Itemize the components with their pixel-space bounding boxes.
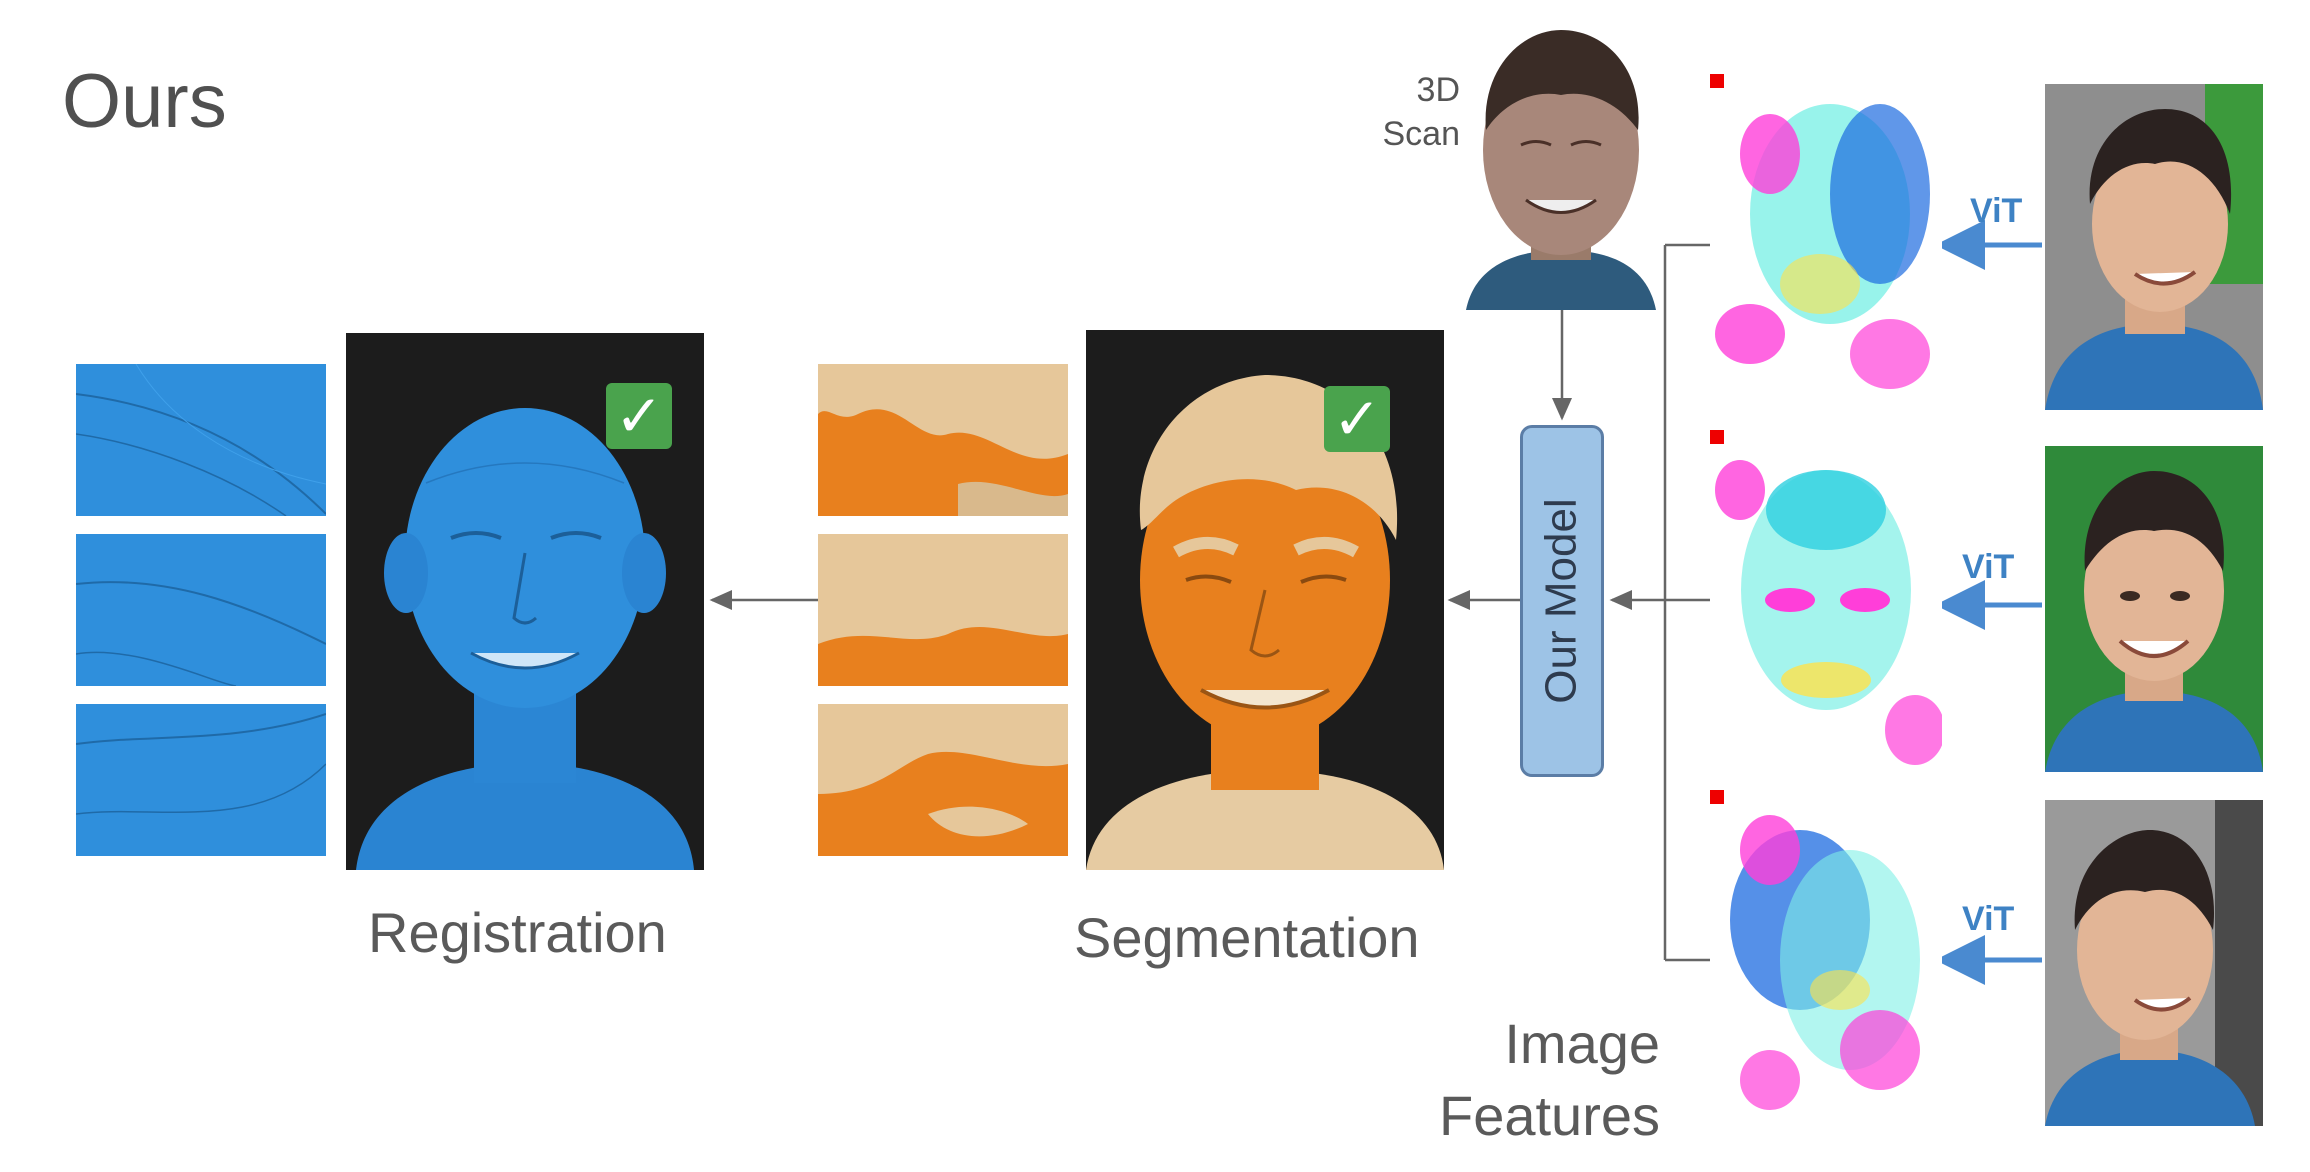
input-photo-1: [2045, 84, 2263, 410]
registration-crop-1: [76, 364, 326, 516]
features-label: Image Features: [1400, 1008, 1660, 1152]
feature-map-3: [1710, 790, 1942, 1135]
check-icon: ✓: [1324, 386, 1390, 452]
check-icon: ✓: [606, 383, 672, 449]
segmentation-image: ✓: [1086, 330, 1444, 870]
registration-crop-2: [76, 534, 326, 686]
registration-crop-3: [76, 704, 326, 856]
segmentation-caption: Segmentation: [1074, 906, 1420, 969]
features-label-line2: Features: [1439, 1084, 1660, 1147]
scan-label-line2: Scan: [1382, 115, 1461, 153]
vit-label-3: ViT: [1962, 900, 2015, 938]
scan-label-line1: 3D: [1416, 71, 1460, 109]
feature-map-2: [1710, 430, 1942, 780]
features-label-line1: Image: [1504, 1012, 1660, 1075]
vit-label-1: ViT: [1970, 192, 2023, 230]
segmentation-crop-1: [818, 364, 1068, 516]
segmentation-crop-2: [818, 534, 1068, 686]
scan-image: [1466, 20, 1656, 310]
model-label: Our Model: [1537, 498, 1587, 704]
registration-image: ✓: [346, 333, 704, 870]
model-box: Our Model: [1520, 425, 1604, 777]
registration-caption: Registration: [368, 901, 667, 964]
scan-label: 3D Scan: [1360, 68, 1461, 156]
segmentation-crop-3: [818, 704, 1068, 856]
vit-label-2: ViT: [1962, 548, 2015, 586]
input-photo-2: [2045, 446, 2263, 772]
page-title: Ours: [62, 59, 227, 144]
feature-map-1: [1710, 74, 1942, 414]
input-photo-3: [2045, 800, 2263, 1126]
